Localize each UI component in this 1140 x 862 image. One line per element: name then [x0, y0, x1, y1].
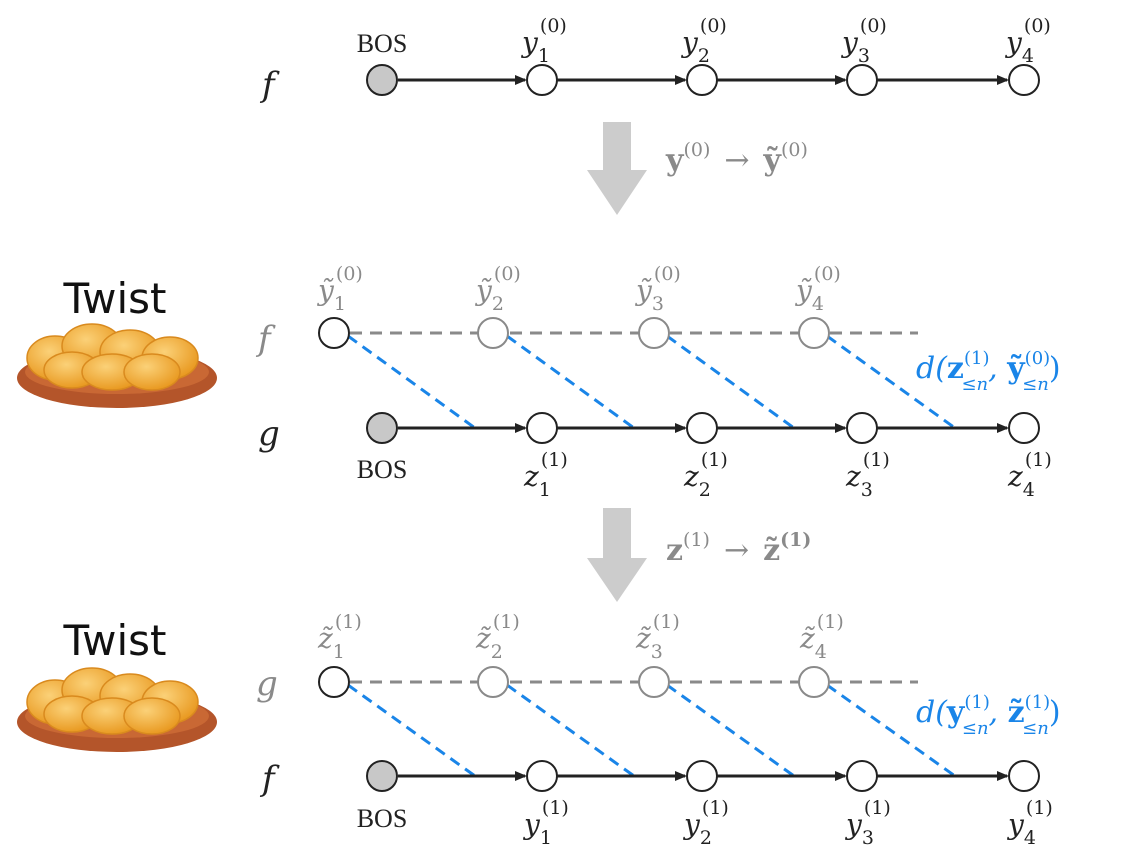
twist2-ref-token-label: z̃4(1) [799, 611, 844, 663]
stage0-token-node [846, 64, 878, 96]
twist2-ref-model-label: g [256, 664, 278, 704]
twist1-ref-node [477, 317, 509, 349]
twist1-gen-token-label: z3(1) [845, 449, 890, 501]
stage0-bos-node [366, 64, 398, 96]
twist2-gen-node [1008, 760, 1040, 792]
twist1-ref-node [798, 317, 830, 349]
twist1-alignment-line [826, 334, 956, 430]
stage0-bos-label: BOS [357, 29, 408, 58]
stage0-token-node [1008, 64, 1040, 96]
transition2: z(1)→z̃(1) [587, 508, 811, 602]
stage0-model-label: f [259, 65, 280, 105]
twist1-bos-label: BOS [357, 455, 408, 484]
twist1-gen-node [1008, 412, 1040, 444]
twist2-alignment-line [506, 683, 635, 778]
twist1-distance-label: d(z(1)≤n, ỹ(0)≤n) [916, 348, 1061, 395]
twist1-gen-node [846, 412, 878, 444]
twist1-gen-token-label: z2(1) [683, 449, 728, 501]
twist1-ref-model-label: f [255, 319, 276, 359]
twist2-ref-token-label: z̃3(1) [635, 611, 680, 663]
twist1-ref-token-label: ỹ2(0) [474, 263, 521, 315]
twist1-title: Twist [62, 274, 166, 323]
twist1: Twist f g ỹ1(0) ỹ2(0) ỹ3(0 [17, 263, 1061, 501]
twist2-gen-token-label: y3(1) [844, 797, 891, 849]
twist2-gen-token-label: y4(1) [1006, 797, 1053, 849]
transition1: y(0)→ỹ(0) [587, 122, 808, 215]
twist2-ref-token-label: z̃2(1) [475, 611, 520, 663]
twist2-distance-label: d(y(1)≤n, z̃(1)≤n) [916, 692, 1061, 739]
twist2-gen-node [526, 760, 558, 792]
twist1-gen-token-label: z1(1) [523, 449, 568, 501]
stage0-token-node [526, 64, 558, 96]
stage0-token-label: y4(0) [1004, 15, 1051, 67]
twist1-alignment-line [506, 334, 635, 430]
twist2-gen-token-label: y1(1) [522, 797, 569, 849]
down-arrow-icon [587, 122, 647, 215]
twist1-bos-node [366, 412, 398, 444]
stage0-token-label: y1(0) [520, 15, 567, 67]
twist2-alignment-line [826, 683, 956, 778]
twist2-ref-node [477, 666, 509, 698]
twist2-ref-node [318, 666, 350, 698]
twist2-gen-node [846, 760, 878, 792]
challah-bread-icon [17, 323, 217, 408]
twist2-alignment-line [347, 683, 476, 778]
transition2-label: z(1)→z̃(1) [666, 529, 811, 568]
twist2-gen-token-label: y2(1) [682, 797, 729, 849]
twist2-ref-token-label: z̃1(1) [317, 611, 362, 663]
stage0-token-node [686, 64, 718, 96]
twist1-ref-token-label: ỹ1(0) [316, 263, 363, 315]
challah-bread-icon [17, 667, 217, 752]
down-arrow-icon [587, 508, 647, 602]
twist1-ref-token-label: ỹ4(0) [794, 263, 841, 315]
twist2-bos-label: BOS [357, 804, 408, 833]
stage0-row: f BOS y1(0) y2(0) y3(0) y4(0) [259, 15, 1051, 105]
twist2-title: Twist [62, 616, 166, 665]
stage0-token-label: y2(0) [680, 15, 727, 67]
twist1-ref-node [638, 317, 670, 349]
twist1-gen-node [526, 412, 558, 444]
twist2: Twist g f z̃1(1) z̃2(1) z̃ [17, 611, 1061, 849]
twist1-alignment-line [666, 334, 795, 430]
twist1-gen-node [686, 412, 718, 444]
twist1-gen-model-label: g [258, 414, 280, 454]
twist1-ref-token-label: ỹ3(0) [634, 263, 681, 315]
twist1-ref-node [318, 317, 350, 349]
twist2-alignment-line [666, 683, 795, 778]
twist2-bos-node [366, 760, 398, 792]
twist2-ref-node [798, 666, 830, 698]
twist1-gen-token-label: z4(1) [1007, 449, 1052, 501]
twist2-gen-node [686, 760, 718, 792]
stage0-token-label: y3(0) [840, 15, 887, 67]
twist2-gen-model-label: f [259, 759, 280, 799]
twist1-alignment-line [347, 334, 476, 430]
twist2-ref-node [638, 666, 670, 698]
transition1-label: y(0)→ỹ(0) [665, 139, 808, 178]
